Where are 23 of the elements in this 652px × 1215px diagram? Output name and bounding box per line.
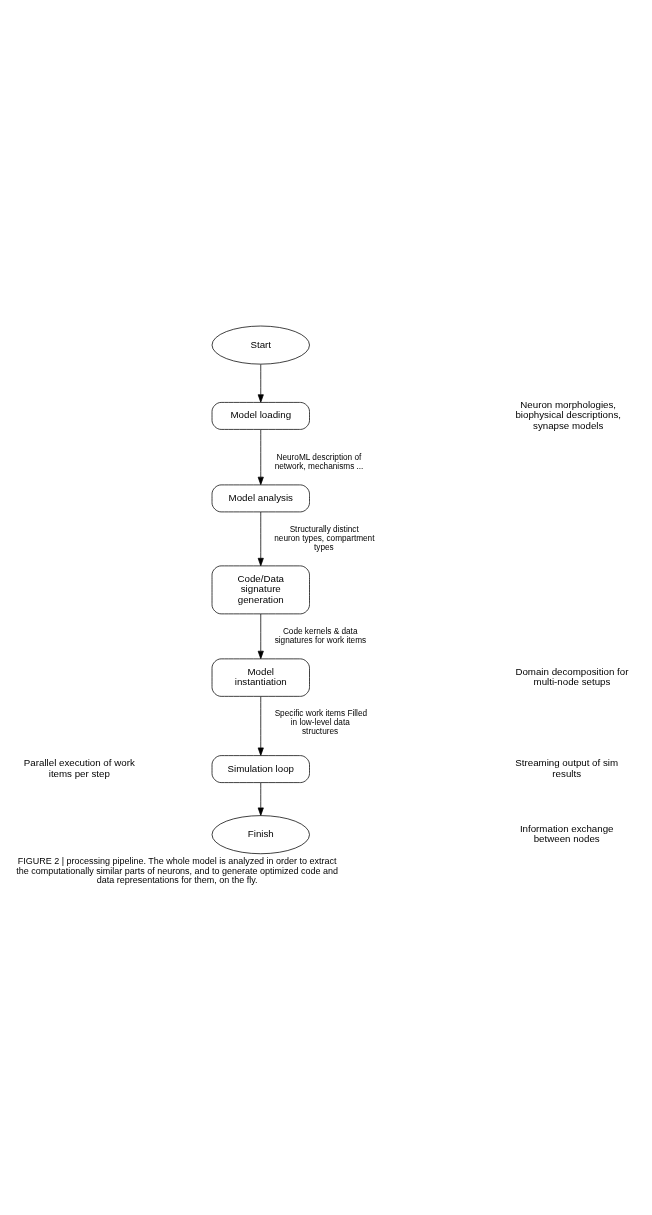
arrow [257,364,264,403]
arrow [257,696,264,756]
node-ellipse: Finish [211,815,310,855]
node-box: Code/Data signature generation [211,565,310,615]
edge-label: Code kernels & data signatures for work items [274,626,367,645]
arrow [257,429,264,486]
node-box: Model loading [211,402,310,430]
label: Information exchange between nodes [519,822,614,845]
arrow [257,511,264,567]
node-box: Model instantiation [211,658,310,697]
node-box: Simulation loop [211,755,310,783]
label: Domain decomposition for multi-node setups [515,665,629,688]
edge-label: Specific work items Filled in low-level data structures [274,709,368,737]
edge-label: Structurally distinct neuron types, compartment types [274,524,375,552]
node-box: Model analysis [211,484,310,513]
label: Parallel execution of work items per step [23,757,135,779]
node-ellipse: Start [211,325,310,365]
edge-label: NeuroML description of network, mechanisms ... [274,453,364,471]
arrow [257,613,264,660]
arrow [257,782,264,816]
label: Neuron morphologies, biophysical descriptions, synapse models [515,398,621,431]
label: Streaming output of sim results [515,757,619,779]
caption: FIGURE 2 | processing pipeline. The whole model is analyzed in order to extract the computationally similar parts of neurons, and to generate optimized code and data representations for them, on the fly. [16,855,338,886]
